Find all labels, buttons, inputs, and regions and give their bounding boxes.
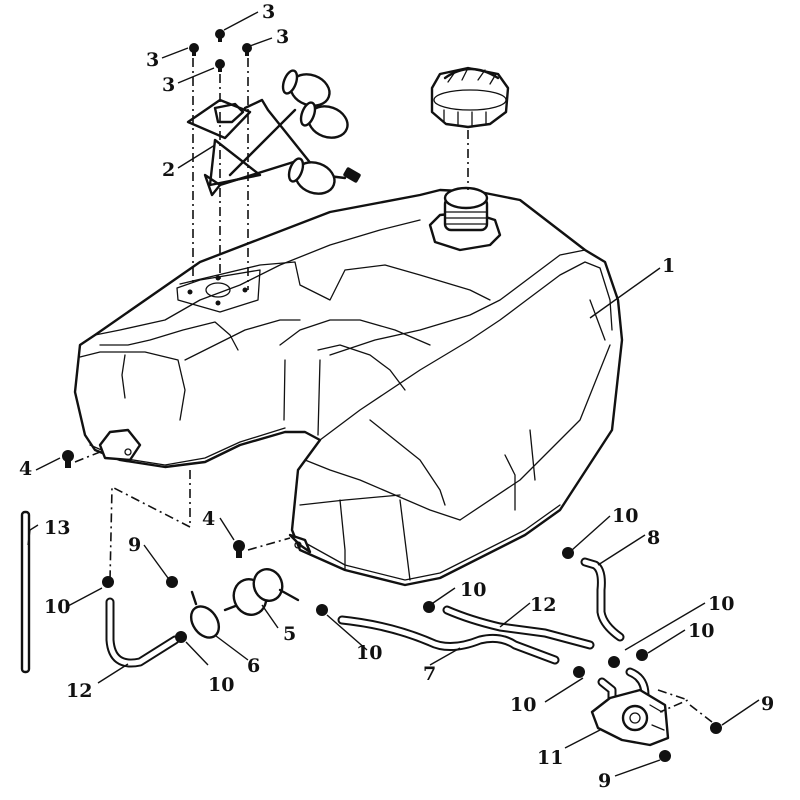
float	[299, 101, 349, 139]
bolt	[710, 722, 722, 734]
hose-clip	[423, 601, 435, 613]
fuel-cap	[430, 66, 510, 129]
label-10: 10	[44, 596, 70, 618]
bolt-alignment-line	[74, 451, 101, 463]
hose-clip	[102, 576, 114, 588]
pump-alignment-line	[689, 704, 713, 723]
screw	[242, 43, 252, 56]
label-9: 9	[761, 693, 774, 715]
screw	[215, 59, 225, 72]
breather-tube	[20, 510, 31, 674]
label-12: 12	[530, 594, 556, 616]
bolt	[659, 750, 671, 762]
label-10: 10	[510, 694, 536, 716]
label-1: 1	[662, 255, 675, 277]
label-10: 10	[688, 620, 714, 642]
label-3: 3	[276, 26, 289, 48]
screw	[215, 29, 225, 42]
label-12: 12	[66, 680, 92, 702]
label-13: 13	[44, 517, 70, 539]
hose-8	[580, 557, 625, 642]
label-10: 10	[460, 579, 486, 601]
screw	[189, 43, 199, 56]
float	[287, 157, 336, 195]
label-8: 8	[647, 527, 660, 549]
label-6: 6	[247, 655, 260, 677]
label-3: 3	[162, 74, 175, 96]
hose-clip	[573, 666, 585, 678]
bolt-alignment-line	[247, 537, 291, 551]
label-5: 5	[283, 623, 296, 645]
label-4: 4	[202, 508, 215, 530]
leader-lines	[27, 11, 760, 777]
bolt	[233, 540, 245, 558]
label-3: 3	[262, 1, 275, 23]
hose-clip	[175, 631, 187, 643]
label-10: 10	[612, 505, 638, 527]
label-10: 10	[208, 674, 234, 696]
fuel-tank	[73, 186, 624, 587]
bolt	[62, 450, 74, 468]
label-9: 9	[128, 534, 141, 556]
label-10: 10	[356, 642, 382, 664]
label-2: 2	[162, 159, 175, 181]
label-4: 4	[19, 458, 32, 480]
fuel-hose-7	[337, 615, 560, 665]
filter-clamp	[189, 590, 221, 639]
float	[281, 69, 331, 107]
pump-alignment-line	[657, 689, 691, 713]
hose-12-left	[105, 597, 180, 668]
bracket-alignment-line	[109, 470, 191, 581]
bolt	[166, 576, 178, 588]
fuel-sender-unit	[186, 69, 361, 197]
fuel-pump	[590, 688, 670, 747]
label-3: 3	[146, 49, 159, 71]
label-9: 9	[598, 770, 611, 792]
hose-clip	[608, 656, 620, 668]
label-10: 10	[708, 593, 734, 615]
hose-clip	[562, 547, 574, 559]
label-11: 11	[537, 747, 563, 769]
label-7: 7	[423, 663, 436, 685]
fuel-filter	[223, 568, 300, 616]
hose-clip	[316, 604, 328, 616]
hose-clip	[636, 649, 648, 661]
